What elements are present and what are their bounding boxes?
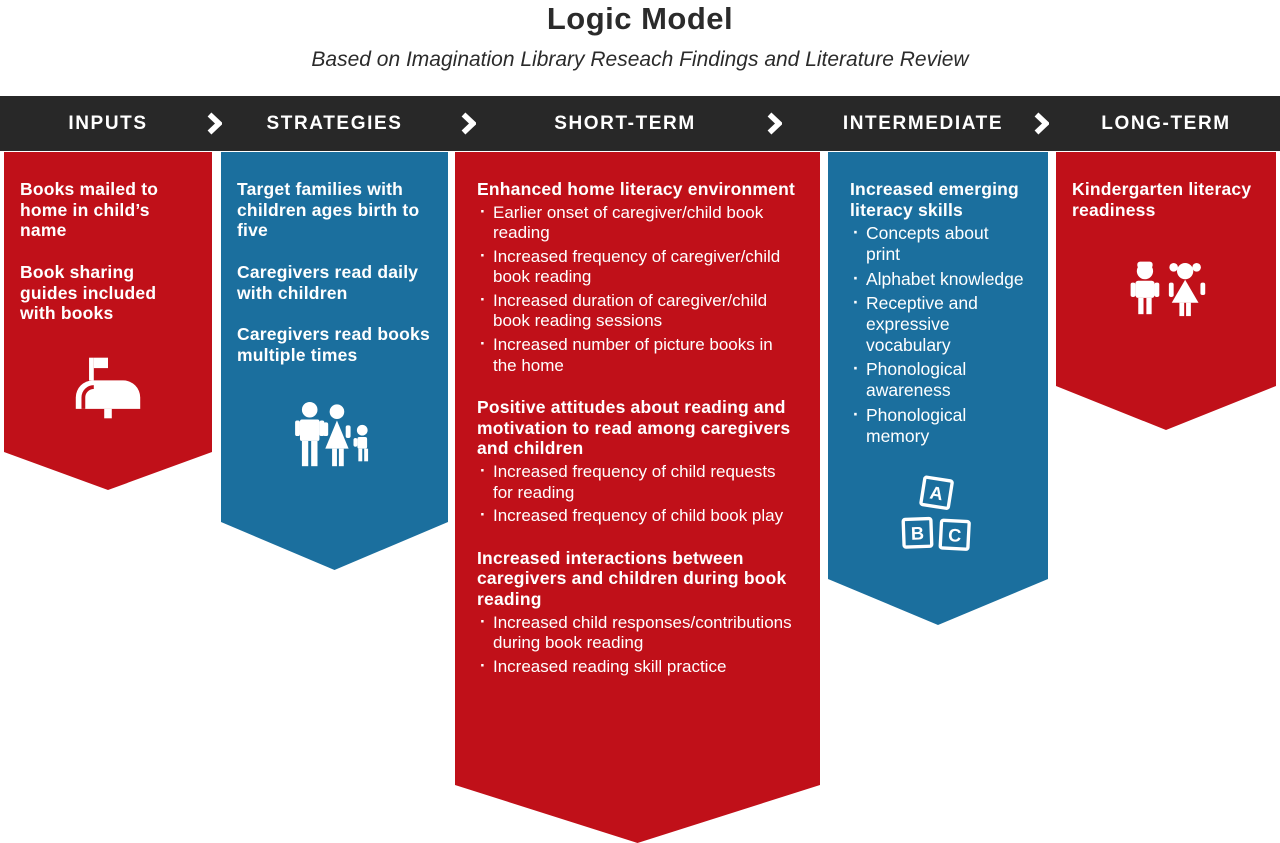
section-heading: Increased interactions between caregiver… (477, 547, 787, 610)
column-section: Caregivers read daily with children (237, 262, 432, 303)
column-section: Target families with children ages birth… (237, 179, 432, 241)
page-title: Logic Model (546, 1, 734, 36)
column-section: Enhanced home literacy environmentEarlie… (477, 179, 798, 376)
bullet-item: Increased frequency of caregiver/child b… (477, 247, 798, 288)
column-section: Books mailed to home in child’s name (20, 179, 196, 241)
stage-label-long-term: LONG-TERM (1101, 112, 1231, 134)
section-heading: Enhanced home literacy environment (477, 179, 795, 199)
bullet-item: Receptive and expressive vocabulary (850, 293, 1026, 357)
children-icon (1072, 258, 1260, 334)
bullet-item: Increased child responses/contributions … (477, 613, 798, 654)
stage-column-short-term: Enhanced home literacy environmentEarlie… (455, 152, 820, 843)
bullet-item: Increased number of picture books in the… (477, 335, 798, 376)
column-section: Positive attitudes about reading and mot… (477, 397, 798, 527)
stage-bar: INPUTS STRATEGIES SHORT-TERM INTERMEDIATE LO… (0, 96, 1280, 151)
stage-column-intermediate: Increased emerging literacy skillsConcep… (828, 152, 1048, 625)
bullet-item: Increased duration of caregiver/child bo… (477, 291, 798, 332)
bullet-item: Increased reading skill practice (477, 657, 798, 678)
bullet-item: Increased frequency of child requests fo… (477, 462, 798, 503)
section-heading: Book sharing guides included with books (20, 261, 157, 324)
family-icon (237, 401, 432, 473)
stage-column-long-term: Kindergarten literacy readiness (1056, 152, 1276, 430)
section-heading: Target families with children ages birth… (237, 179, 420, 241)
svg-text:C: C (948, 525, 962, 546)
column-section: Increased emerging literacy skillsConcep… (850, 179, 1026, 447)
mailbox-icon (20, 356, 196, 420)
section-heading: Positive attitudes about reading and mot… (477, 397, 791, 459)
bullet-item: Phonological memory (850, 405, 1026, 447)
stage-column-strategies: Target families with children ages birth… (221, 152, 448, 570)
bullet-item: Increased frequency of child book play (477, 506, 798, 527)
section-heading: Caregivers read daily with children (237, 261, 419, 303)
section-heading: Caregivers read books multiple times (237, 324, 430, 365)
bullet-item: Alphabet knowledge (850, 269, 1026, 290)
stage-label-strategies: STRATEGIES (266, 112, 403, 134)
section-heading: Kindergarten literacy readiness (1072, 179, 1252, 220)
chevron-right-icon (766, 112, 783, 140)
svg-text:B: B (911, 523, 925, 543)
chevron-right-icon (1033, 112, 1050, 140)
column-section: Book sharing guides included with books (20, 262, 196, 324)
chevron-right-icon (206, 112, 223, 140)
chevron-right-icon (460, 112, 477, 140)
section-heading: Books mailed to home in child’s name (20, 179, 159, 241)
page-subtitle: Based on Imagination Library Reseach Fin… (311, 48, 969, 71)
section-heading: Increased emerging literacy skills (850, 179, 1019, 220)
column-section: Caregivers read books multiple times (237, 324, 432, 365)
bullet-item: Earlier onset of caregiver/child book re… (477, 203, 798, 244)
bullet-item: Phonological awareness (850, 359, 1026, 401)
bullet-item: Concepts about print (850, 223, 1026, 265)
column-section: Increased interactions between caregiver… (477, 548, 798, 678)
column-section: Kindergarten literacy readiness (1072, 179, 1260, 220)
stage-label-inputs: INPUTS (68, 112, 148, 134)
stage-label-short-term: SHORT-TERM (554, 112, 696, 134)
stage-label-intermediate: INTERMEDIATE (842, 112, 1004, 134)
svg-text:A: A (928, 483, 944, 505)
